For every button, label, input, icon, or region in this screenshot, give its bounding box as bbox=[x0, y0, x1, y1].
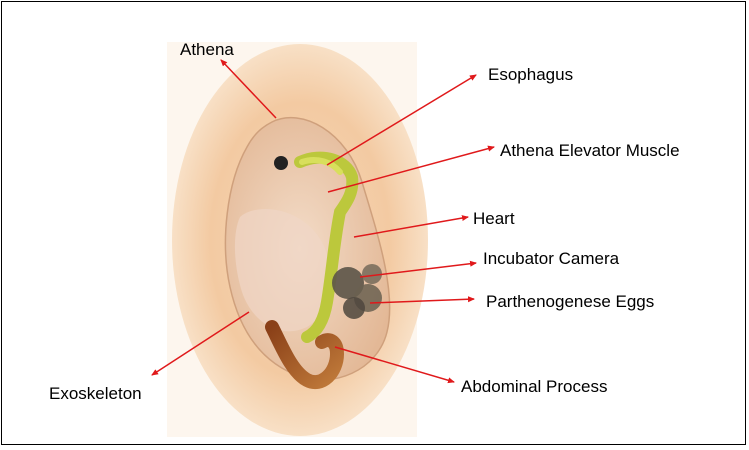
label-parthenogenese-eggs: Parthenogenese Eggs bbox=[486, 292, 654, 311]
label-athena: Athena bbox=[180, 40, 234, 59]
label-exoskeleton: Exoskeleton bbox=[49, 384, 142, 403]
label-heart: Heart bbox=[473, 209, 515, 228]
label-athena-elevator-muscle: Athena Elevator Muscle bbox=[500, 141, 680, 160]
label-incubator-camera: Incubator Camera bbox=[483, 249, 620, 268]
label-esophagus: Esophagus bbox=[488, 65, 573, 84]
eye-icon bbox=[274, 156, 288, 170]
egg bbox=[343, 297, 365, 319]
label-abdominal-process: Abdominal Process bbox=[461, 377, 607, 396]
daphnia-specimen-image bbox=[167, 42, 428, 437]
